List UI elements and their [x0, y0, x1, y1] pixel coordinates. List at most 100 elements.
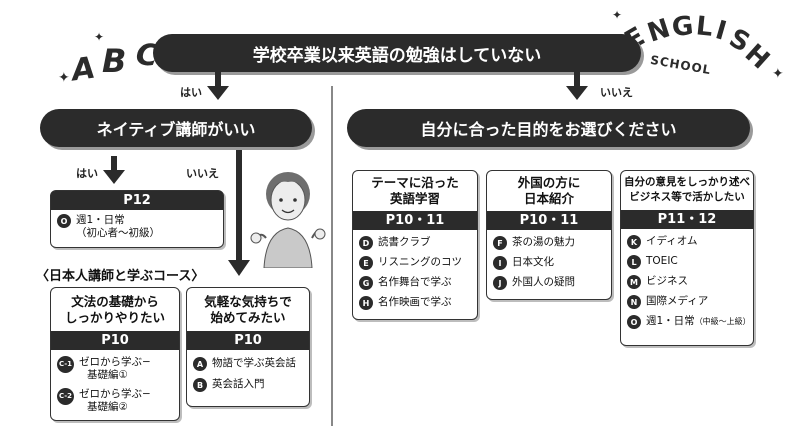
course-card-opinion[interactable]: 自分の意見をしっかり述べ ビジネス等で活かしたい P11・12 K イディオム … — [620, 170, 754, 346]
course-label: ゼロから学ぶ− 基礎編① — [79, 356, 151, 382]
left-question-banner: ネイティブ講師がいい — [40, 109, 312, 147]
course-item[interactable]: C-2 ゼロから学ぶ− 基礎編② — [57, 388, 179, 414]
card-title-line: 始めてみたい — [210, 310, 286, 325]
card-title-line: 外国の方に — [517, 175, 581, 190]
course-item[interactable]: J 外国人の疑問 — [493, 276, 611, 290]
page-number-bar: P10 — [51, 331, 179, 350]
course-name: 英会話入門 — [212, 378, 265, 390]
deco-letter-l: L — [694, 11, 715, 43]
course-badge: E — [359, 256, 373, 270]
card-title: 外国の方に 日本紹介 — [487, 175, 611, 207]
right-question-text: 自分に合った目的をお選びください — [420, 120, 677, 139]
course-item[interactable]: O 週1・日常 （初心者〜初級） — [57, 214, 223, 240]
top-yes-label: はい — [180, 86, 202, 99]
course-name: 週1・日常 — [646, 315, 695, 327]
course-badge: I — [493, 256, 507, 270]
left-question-text: ネイティブ講師がいい — [96, 120, 256, 139]
course-card-foreign[interactable]: 外国の方に 日本紹介 P10・11 F 茶の湯の魅力 I 日本文化 J 外国人の… — [486, 170, 612, 300]
course-item[interactable]: H 名作映画で学ぶ — [359, 296, 477, 310]
course-badge: N — [627, 295, 641, 309]
course-card-p12[interactable]: P12 O 週1・日常 （初心者〜初級） — [50, 190, 224, 248]
deco-letter-n: N — [643, 13, 674, 49]
course-badge: O — [627, 315, 641, 329]
card-title: 気軽な気持ちで 始めてみたい — [187, 294, 309, 326]
course-item[interactable]: A 物語で学ぶ英会話 — [193, 357, 309, 371]
course-item[interactable]: N 国際メディア — [627, 295, 753, 309]
course-name: 茶の湯の魅力 — [512, 236, 575, 248]
course-item[interactable]: O 週1・日常（中級〜上級） — [627, 315, 753, 329]
course-badge: A — [193, 357, 207, 371]
course-name: 国際メディア — [646, 295, 709, 307]
card-title-line: 日本紹介 — [523, 191, 574, 206]
course-badge: B — [193, 378, 207, 392]
card-title-line: ビジネス等で活かしたい — [629, 191, 745, 203]
course-subtitle: 基礎編① — [87, 369, 128, 381]
page-number-bar: P10・11 — [487, 211, 611, 230]
column-divider — [331, 86, 333, 426]
deco-letter-a: A — [69, 50, 98, 89]
course-card-grammar[interactable]: 文法の基礎から しっかりやりたい P10 C-1 ゼロから学ぶ− 基礎編① C-… — [50, 287, 180, 421]
course-item[interactable]: B 英会話入門 — [193, 378, 309, 392]
course-badge: O — [57, 214, 71, 228]
course-badge: L — [627, 255, 641, 269]
course-item[interactable]: G 名作舞台で学ぶ — [359, 276, 477, 290]
course-card-casual[interactable]: 気軽な気持ちで 始めてみたい P10 A 物語で学ぶ英会話 B 英会話入門 — [186, 287, 310, 407]
course-name: リスニングのコツ — [378, 256, 462, 268]
course-name: ビジネス — [646, 275, 688, 287]
course-subtitle: 基礎編② — [87, 401, 128, 413]
course-badge: F — [493, 236, 507, 250]
course-name: イディオム — [646, 235, 698, 247]
card-title: 自分の意見をしっかり述べ ビジネス等で活かしたい — [621, 175, 753, 205]
page-number-bar: P11・12 — [621, 210, 753, 229]
teacher-illustration — [250, 172, 326, 268]
sparkle-icon: ✦ — [772, 66, 784, 82]
card-title-line: テーマに沿った — [371, 175, 459, 190]
course-item[interactable]: I 日本文化 — [493, 256, 611, 270]
page-number-bar: P10・11 — [353, 211, 477, 230]
top-question-banner: 学校卒業以来英語の勉強はしていない — [153, 34, 641, 72]
course-item[interactable]: L TOEIC — [627, 255, 753, 269]
course-badge: K — [627, 235, 641, 249]
course-card-theme[interactable]: テーマに沿った 英語学習 P10・11 D 読書クラブ E リスニングのコツ G… — [352, 170, 478, 320]
course-item[interactable]: C-1 ゼロから学ぶ− 基礎編① — [57, 356, 179, 382]
english-school-decoration: E N G L I S H SCHOOL ✦ ✦ — [612, 6, 792, 96]
course-name: 物語で学ぶ英会話 — [212, 357, 296, 369]
course-item[interactable]: F 茶の湯の魅力 — [493, 236, 611, 250]
course-level: （中級〜上級） — [694, 317, 751, 326]
down-arrow-icon — [103, 156, 125, 184]
right-question-banner: 自分に合った目的をお選びください — [347, 109, 750, 147]
deco-letter-b: B — [102, 42, 127, 80]
card-title-line: 文法の基礎から — [71, 294, 159, 309]
deco-school: SCHOOL — [649, 52, 713, 78]
sparkle-icon: ✦ — [58, 70, 70, 86]
card-title-line: 英語学習 — [389, 191, 440, 206]
course-badge: M — [627, 275, 641, 289]
top-no-label: いいえ — [600, 86, 633, 99]
course-item[interactable]: D 読書クラブ — [359, 236, 477, 250]
card-title-line: 気軽な気持ちで — [204, 294, 292, 309]
down-arrow-icon — [566, 72, 588, 100]
top-question-text: 学校卒業以来英語の勉強はしていない — [252, 45, 542, 66]
course-name: TOEIC — [646, 255, 678, 267]
course-name: 名作舞台で学ぶ — [378, 276, 452, 288]
course-item[interactable]: E リスニングのコツ — [359, 256, 477, 270]
course-name: 読書クラブ — [378, 236, 431, 248]
course-badge: J — [493, 276, 507, 290]
course-name: 週1・日常 — [76, 214, 125, 226]
course-name: 名作映画で学ぶ — [378, 296, 452, 308]
sparkle-icon: ✦ — [94, 30, 105, 44]
course-badge: C-2 — [57, 388, 74, 405]
course-item[interactable]: M ビジネス — [627, 275, 753, 289]
page-number-bar: P12 — [51, 191, 223, 210]
course-badge: H — [359, 296, 373, 310]
course-name: ゼロから学ぶ− — [79, 356, 151, 368]
card-title-line: しっかりやりたい — [64, 310, 165, 325]
page-number-bar: P10 — [187, 331, 309, 350]
course-item[interactable]: K イディオム — [627, 235, 753, 249]
course-badge: C-1 — [57, 356, 74, 373]
card-title-line: 自分の意見をしっかり述べ — [624, 176, 750, 188]
card-title: 文法の基礎から しっかりやりたい — [51, 294, 179, 326]
down-arrow-icon — [207, 72, 229, 100]
course-level: （初心者〜初級） — [76, 227, 160, 239]
course-name: 外国人の疑問 — [512, 276, 575, 288]
